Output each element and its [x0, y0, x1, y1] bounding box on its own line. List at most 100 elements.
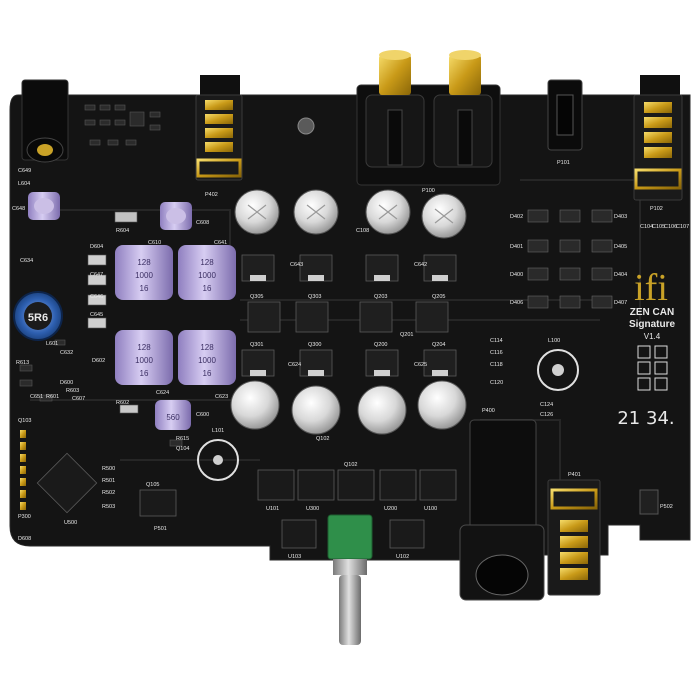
diode-labels: D402 D401 D400 D406 D403 D405 D404 D407	[510, 214, 627, 306]
ref-p402: P402	[205, 192, 218, 198]
ref-d600: D600	[60, 380, 73, 386]
ref-d406: D406	[510, 300, 523, 306]
ref-c651: C651	[30, 394, 43, 400]
ref-c649: C649	[18, 168, 31, 174]
mount-hole	[297, 117, 315, 135]
ref-c642: C642	[414, 262, 427, 268]
transistor-tabs	[250, 275, 448, 376]
svg-text:16: 16	[203, 369, 212, 378]
ref-u103: U103	[288, 554, 301, 560]
svg-text:128: 128	[200, 343, 214, 352]
ref-c648: C648	[12, 206, 25, 212]
ref-c624: C624	[288, 362, 301, 368]
column-c-labels: C104 C105 C106 C107	[640, 224, 689, 230]
silkscreen-labels: P402 P100 P101 P102 L604 C649 C648 R604 …	[12, 160, 673, 560]
ref-c105: C105	[652, 224, 665, 230]
ref-q102-b: Q102	[316, 436, 329, 442]
ref-p401: P401	[568, 472, 581, 478]
ic-p502	[639, 489, 659, 515]
ref-p300: P300	[18, 514, 31, 520]
svg-text:1000: 1000	[198, 356, 216, 365]
ref-d608: D608	[18, 536, 31, 542]
ref-l604: L604	[18, 181, 30, 187]
ref-r615: R615	[176, 436, 189, 442]
svg-text:1000: 1000	[135, 356, 153, 365]
ref-r604: R604	[116, 228, 129, 234]
ref-u300: U300	[306, 506, 319, 512]
ref-u101: U101	[266, 506, 279, 512]
ref-u200: U200	[384, 506, 397, 512]
ref-p100: P100	[422, 188, 435, 194]
svg-text:128: 128	[137, 343, 151, 352]
ref-c108: C108	[356, 228, 369, 234]
svg-text:16: 16	[203, 284, 212, 293]
ref-c107: C107	[676, 224, 689, 230]
ref-c607: C607	[72, 396, 85, 402]
diode-array	[527, 209, 613, 309]
ref-c643: C643	[290, 262, 303, 268]
ref-c104: C104	[640, 224, 653, 230]
right-cap-labels: C114 C116 C118 C120 C124 C126	[490, 338, 553, 418]
small-purple-caps	[28, 192, 192, 230]
silver-caps	[230, 189, 467, 435]
ref-r502: R502	[102, 490, 115, 496]
ref-c641: C641	[214, 240, 227, 246]
ref-r602: R602	[116, 400, 129, 406]
ref-c623: C623	[215, 394, 228, 400]
inductor-value: 5R6	[28, 312, 48, 324]
ref-q105: Q105	[146, 482, 159, 488]
ref-c124: C124	[540, 402, 553, 408]
ifi-logo: ifi	[634, 267, 668, 309]
ref-c120: C120	[490, 380, 503, 386]
ref-r500: R500	[102, 466, 115, 472]
ref-d405: D405	[614, 244, 627, 250]
ref-c624-l: C624	[156, 390, 169, 396]
inductor-5r6: 5R6	[13, 291, 63, 341]
brand-block: ifi ZEN CAN Signature V1.4	[629, 267, 676, 341]
jack-p101	[547, 79, 583, 151]
ref-p102: P102	[650, 206, 663, 212]
svg-text:128: 128	[200, 258, 214, 267]
ic-chips	[36, 452, 457, 549]
ref-d407: D407	[614, 300, 627, 306]
connector-p102	[633, 75, 683, 201]
ref-d402: D402	[510, 214, 523, 220]
ref-d404: D404	[614, 272, 627, 278]
ref-q200: Q200	[374, 342, 387, 348]
model-line1: ZEN CAN	[630, 307, 674, 318]
smd-components	[19, 104, 183, 447]
ref-c608: C608	[196, 220, 209, 226]
ref-d400: D400	[510, 272, 523, 278]
large-purple-caps: 128 1000 16 128 1000 16 128 1000 16 128 …	[115, 245, 236, 430]
ref-l101: L101	[212, 428, 224, 434]
rca-jacks	[356, 50, 501, 186]
ref-r613: R613	[16, 360, 29, 366]
ref-q205: Q205	[432, 294, 445, 300]
ref-q104: Q104	[176, 446, 189, 452]
ref-c632: C632	[60, 350, 73, 356]
ref-q203: Q203	[374, 294, 387, 300]
ref-p101: P101	[557, 160, 570, 166]
small-cap-marking: 560	[166, 413, 180, 422]
ref-r501: R501	[102, 478, 115, 484]
ref-c625: C625	[414, 362, 427, 368]
ref-q102: Q102	[344, 462, 357, 468]
ref-p501: P501	[154, 526, 167, 532]
ref-d401: D401	[510, 244, 523, 250]
ref-d403: D403	[614, 214, 627, 220]
ref-c645: C645	[90, 312, 103, 318]
ref-c106: C106	[664, 224, 677, 230]
svg-text:1000: 1000	[198, 271, 216, 280]
model-line2: Signature	[629, 319, 676, 330]
ref-p400: P400	[482, 408, 495, 414]
ref-p502: P502	[660, 504, 673, 510]
ref-d604: D604	[90, 244, 103, 250]
ref-c646: C646	[90, 294, 103, 300]
svg-text:16: 16	[140, 369, 149, 378]
test-point-l100	[537, 349, 579, 391]
connector-p402	[195, 75, 243, 181]
jack-p400	[459, 419, 545, 601]
ref-q305: Q305	[250, 294, 263, 300]
ref-d602: D602	[92, 358, 105, 364]
